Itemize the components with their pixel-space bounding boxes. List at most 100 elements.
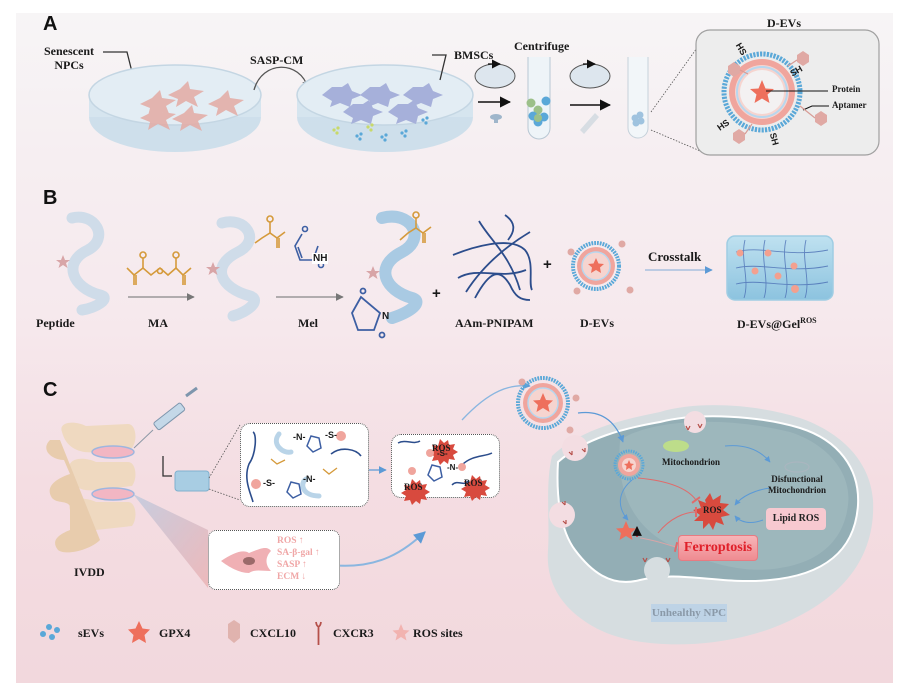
methacrylate-group-2 xyxy=(399,211,432,243)
peptide-label: Peptide xyxy=(36,316,75,330)
ros-degraded-callout: ROS ROS ROS -S- -N- xyxy=(391,434,500,505)
zoom-cone xyxy=(133,494,208,588)
senescent-dish xyxy=(88,64,262,152)
peptide-chain-2 xyxy=(216,216,261,322)
panel-c-artwork xyxy=(46,376,874,645)
unhealthy-npc-label: Unhealthy NPC xyxy=(651,604,727,622)
filter-icon xyxy=(490,114,502,123)
ros-degraded-art xyxy=(397,439,493,505)
bond-s-label-1: -S- xyxy=(325,430,337,440)
legend-label-ros-sites: ROS sites xyxy=(413,626,463,640)
mel-label: Mel xyxy=(298,316,318,330)
peptide-chain-1 xyxy=(66,211,110,316)
senescent-cell-icon xyxy=(221,547,271,573)
legend-item-ros-sites: ROS sites xyxy=(413,626,463,641)
hydrogel-structure-callout: -N- -S- -S- -N- xyxy=(240,423,369,507)
aam-pnipam-label: AAm-PNIPAM xyxy=(455,316,534,330)
ros-site-star-2 xyxy=(206,262,220,275)
marker-sa-beta-gal: SA-β-gal ↑ xyxy=(277,548,320,558)
senescence-to-ros-arrow xyxy=(329,531,426,567)
bond-s-label-3: -S- xyxy=(437,449,448,458)
intervertebral-disc-2 xyxy=(91,487,135,501)
d-evs-gel-label: D-EVs@GelROS xyxy=(737,316,817,332)
cell-ros-label: ROS xyxy=(703,505,722,515)
d-evs-gel-base: D-EVs@Gel xyxy=(737,317,801,331)
mitochondrion-icon xyxy=(663,440,689,452)
gpx4-star-upregulated xyxy=(616,521,636,540)
ivdd-label: IVDD xyxy=(74,565,105,579)
legend-item-cxcl10: CXCL10 xyxy=(250,626,296,641)
hydrogel-structure-art xyxy=(246,431,362,503)
sevs-particles xyxy=(355,116,429,142)
sasp-particles xyxy=(332,123,374,135)
panel-a-artwork xyxy=(88,29,880,156)
sevs-dots-icon xyxy=(40,624,60,640)
ma-label: MA xyxy=(148,316,168,330)
ros-site-star-3 xyxy=(366,266,380,279)
d-evs-callout xyxy=(695,29,880,156)
legend-icons xyxy=(40,620,410,645)
bond-n-label-1: -N- xyxy=(293,432,306,442)
cxcl10-hexagon-icon xyxy=(228,620,240,643)
nh-label: NH xyxy=(312,253,329,264)
d-evs-vesicle-incoming xyxy=(516,376,580,434)
panel-letter-c: C xyxy=(43,379,58,401)
bmscs-pointer-line xyxy=(432,54,447,81)
legend-item-cxcr3: CXCR3 xyxy=(333,626,374,641)
dysfunctional-mitochondrion-icon xyxy=(784,461,810,473)
senescence-markers-list: ROS ↑ SA-β-gal ↑ SASP ↑ ECM ↓ xyxy=(277,535,320,583)
lipid-ros-box: Lipid ROS xyxy=(766,508,826,530)
plus-sign-1: + xyxy=(432,285,441,302)
hydrogel-injected-icon xyxy=(174,470,210,492)
ros-label-1: ROS xyxy=(432,443,451,453)
bond-n-label-2: -N- xyxy=(303,474,316,484)
ros-label-3: ROS xyxy=(464,478,483,488)
panel-letter-a: A xyxy=(43,13,58,35)
sasp-cm-label: SASP-CM xyxy=(250,53,304,67)
maleimide-adduct xyxy=(351,287,386,339)
senescent-npcs-line1: Senescent xyxy=(44,44,94,58)
cell-ros-burst xyxy=(693,493,730,530)
senescence-markers-box: ROS ↑ SA-β-gal ↑ SASP ↑ ECM ↓ xyxy=(208,530,340,590)
plus-sign-2: + xyxy=(543,256,552,273)
ros-site-star-icon xyxy=(392,624,410,641)
syringe-icon xyxy=(133,386,198,449)
pipette-tube-icon xyxy=(580,113,599,134)
endocytosed-vesicle xyxy=(613,449,645,481)
legend-label-cxcr3: CXCR3 xyxy=(333,626,374,640)
centrifuge-step-2 xyxy=(569,57,649,139)
centrifuge-step-1 xyxy=(474,57,551,140)
methacrylate-group-1 xyxy=(254,215,286,248)
legend-item-sevs: sEVs xyxy=(78,626,104,641)
panel-letter-b: B xyxy=(43,187,58,209)
senescent-npcs-line2: NPCs xyxy=(54,58,84,72)
aptamer-label: Aptamer xyxy=(832,100,867,110)
sasp-arrow xyxy=(253,66,310,91)
legend-label-cxcl10: CXCL10 xyxy=(250,626,297,640)
d-evs-title: D-EVs xyxy=(767,16,802,30)
legend-label-gpx4: GPX4 xyxy=(159,626,191,640)
ros-site-star-1 xyxy=(56,255,70,268)
peptide-chain-3 xyxy=(376,210,423,324)
aam-pnipam-network xyxy=(452,214,533,301)
bond-s-label-2: -S- xyxy=(263,478,275,488)
marker-ros: ROS ↑ xyxy=(277,536,304,546)
dysfunctional-line2: Mitochondrion xyxy=(767,485,826,495)
senescent-cells xyxy=(140,81,244,131)
dysfunctional-line1: Disfunctional xyxy=(771,474,823,484)
senescent-npcs-label: Senescent NPCs xyxy=(40,44,98,72)
centrifuge-label: Centrifuge xyxy=(514,39,570,53)
aptamer-chains xyxy=(739,59,816,135)
dysfunctional-mitochondrion-label: Disfunctional Mitochondrion xyxy=(761,474,833,496)
crosstalk-label: Crosstalk xyxy=(648,249,702,264)
spine-vertebrae xyxy=(46,422,136,553)
cxcl10-hexagons xyxy=(728,51,827,144)
marker-ecm: ECM ↓ xyxy=(277,572,307,582)
bmsc-cells xyxy=(322,83,443,124)
d-evs-label: D-EVs xyxy=(580,316,615,330)
ma-molecule xyxy=(126,251,192,285)
cxcr3-receptor-icon xyxy=(315,621,322,645)
d-evs-vesicle-large xyxy=(721,51,803,133)
d-evs-vesicle-small xyxy=(567,240,634,295)
